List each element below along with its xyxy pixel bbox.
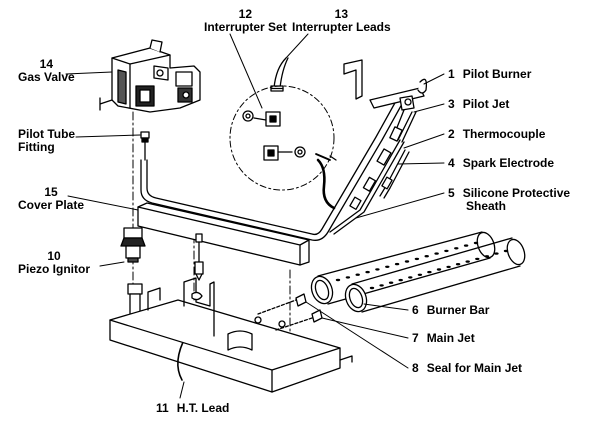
burner-port xyxy=(446,265,451,269)
label-ht-lead: 11 H.T. Lead xyxy=(156,402,229,415)
label-seal-main-jet-name: Seal for Main Jet xyxy=(426,361,523,375)
burner-port xyxy=(436,268,442,271)
label-piezo-ignitor-name: Piezo Ignitor xyxy=(18,262,90,276)
label-silicone-sheath-number: 5 xyxy=(448,186,455,200)
label-pilot-jet-name: Pilot Jet xyxy=(462,97,510,111)
pilot-burner-drawing xyxy=(343,59,428,143)
burner-port xyxy=(465,260,470,263)
burner-port xyxy=(434,252,439,255)
label-thermocouple-number: 2 xyxy=(448,127,455,141)
cover-plate-drawing xyxy=(137,202,310,266)
label-interrupter-set-number: 12 xyxy=(238,7,253,21)
burner-port xyxy=(463,244,469,247)
burner-port xyxy=(455,263,461,266)
burner-port xyxy=(424,255,429,258)
label-pilot-burner-name: Pilot Burner xyxy=(462,67,532,81)
pilot-tube-drawing xyxy=(140,100,403,241)
burner-port xyxy=(398,278,403,282)
label-pilot-tube-fitting-line1: Pilot Tube xyxy=(18,127,76,141)
label-thermocouple: 2 Thermocouple xyxy=(448,128,545,141)
burner-bars-drawing xyxy=(310,231,526,313)
label-spark-electrode: 4 Spark Electrode xyxy=(448,157,554,170)
label-gas-valve-number: 14 xyxy=(39,57,54,71)
leader-lines xyxy=(65,33,445,399)
label-interrupter-leads-number: 13 xyxy=(334,7,349,21)
label-main-jet-name: Main Jet xyxy=(426,331,475,345)
label-cover-plate: 15 Cover Plate xyxy=(18,186,84,212)
burner-port xyxy=(355,273,360,276)
burner-port xyxy=(365,270,370,274)
pilot-tube-fitting-drawing xyxy=(140,131,150,161)
label-pilot-tube-fitting-line2: Fitting xyxy=(18,140,55,154)
label-cover-plate-number: 15 xyxy=(44,185,58,199)
burner-port xyxy=(417,273,423,276)
burner-port xyxy=(375,268,380,271)
label-piezo-ignitor: 10 Piezo Ignitor xyxy=(18,250,90,276)
burner-port xyxy=(427,270,432,274)
label-seal-main-jet: 8 Seal for Main Jet xyxy=(412,362,522,375)
gas-valve-drawing xyxy=(99,39,201,113)
label-pilot-burner: 1 Pilot Burner xyxy=(448,68,531,81)
label-pilot-jet-number: 3 xyxy=(448,97,455,111)
label-silicone-sheath-name: Silicone Protective xyxy=(462,186,571,200)
interrupter-leads-drawing xyxy=(270,57,289,92)
label-burner-bar-number: 6 xyxy=(412,303,419,317)
burner-port xyxy=(404,260,410,263)
label-ht-lead-number: 11 xyxy=(156,401,169,415)
burner-port xyxy=(385,265,390,268)
burner-port xyxy=(503,249,509,253)
burner-port xyxy=(335,278,341,282)
label-main-jet-number: 7 xyxy=(412,331,419,345)
burner-port xyxy=(473,241,479,245)
electrode-pin-drawing xyxy=(194,233,204,281)
burner-ports xyxy=(335,241,509,290)
label-piezo-ignitor-number: 10 xyxy=(47,249,61,263)
label-burner-bar-name: Burner Bar xyxy=(426,303,490,317)
burner-frame-drawing xyxy=(109,277,353,393)
burner-port xyxy=(414,257,420,261)
label-seal-main-jet-number: 8 xyxy=(412,361,419,375)
label-pilot-jet: 3 Pilot Jet xyxy=(448,98,509,111)
label-ht-lead-name: H.T. Lead xyxy=(176,401,230,415)
label-main-jet: 7 Main Jet xyxy=(412,332,475,345)
label-interrupter-set: 12 Interrupter Set xyxy=(204,8,287,34)
label-gas-valve: 14 Gas Valve xyxy=(18,58,75,84)
label-spark-electrode-number: 4 xyxy=(448,156,455,170)
burner-port xyxy=(444,249,449,253)
label-pilot-burner-number: 1 xyxy=(448,67,455,81)
label-interrupter-leads-name: Interrupter Leads xyxy=(292,20,391,34)
label-silicone-sheath: 5 Silicone Protective Sheath xyxy=(448,187,570,213)
burner-port xyxy=(369,286,375,290)
label-pilot-tube-fitting: Pilot Tube Fitting xyxy=(18,128,75,154)
burner-port xyxy=(379,284,384,287)
interrupter-set-drawing xyxy=(229,85,337,210)
burner-port xyxy=(494,252,499,255)
label-gas-valve-name: Gas Valve xyxy=(18,70,75,84)
burner-port xyxy=(484,255,490,258)
label-spark-electrode-name: Spark Electrode xyxy=(462,156,555,170)
label-burner-bar: 6 Burner Bar xyxy=(412,304,489,317)
label-interrupter-set-name: Interrupter Set xyxy=(204,20,287,34)
burner-port xyxy=(345,276,351,279)
burner-port xyxy=(394,262,400,266)
piezo-ignitor-drawing xyxy=(120,227,146,263)
label-interrupter-leads: 13 Interrupter Leads xyxy=(292,8,391,34)
burner-port xyxy=(408,276,413,279)
burner-port xyxy=(454,247,459,250)
burner-port xyxy=(388,281,394,284)
label-silicone-sheath-name2: Sheath xyxy=(466,199,507,213)
thermocouple-drawing xyxy=(329,139,410,235)
burner-port xyxy=(475,257,480,261)
label-cover-plate-name: Cover Plate xyxy=(18,198,85,212)
label-thermocouple-name: Thermocouple xyxy=(462,127,546,141)
